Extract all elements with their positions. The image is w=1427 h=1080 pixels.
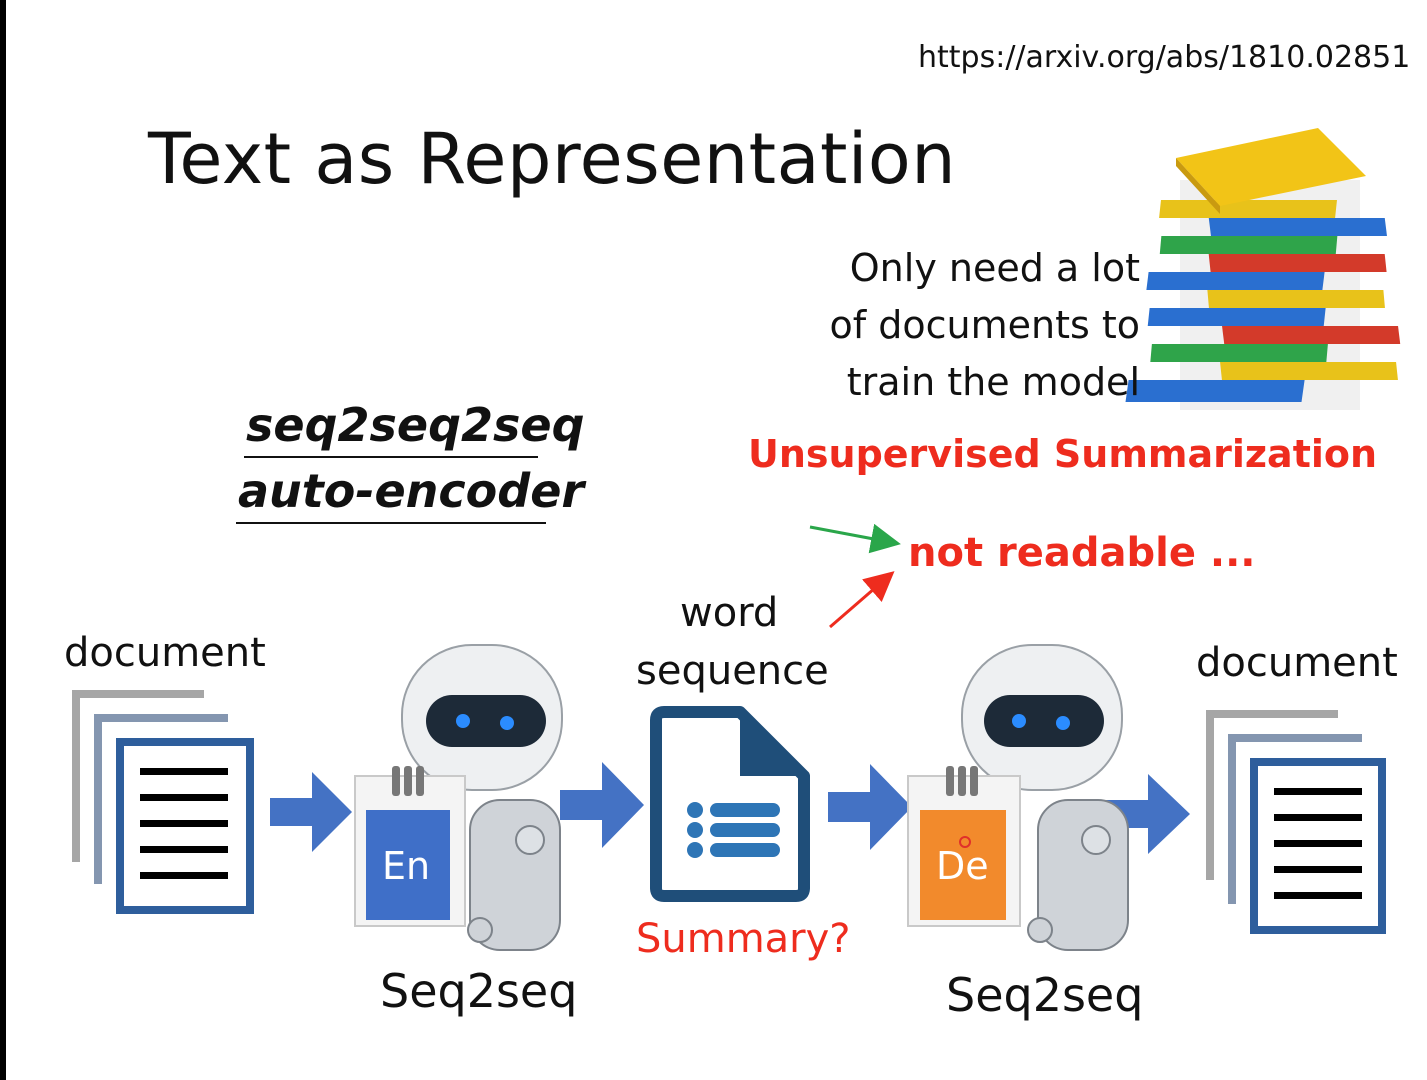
method-line-2-underline [236,522,546,524]
method-line-1: seq2seq2seq [246,398,585,452]
word-sequence-label-2: sequence [636,648,829,694]
summary-document-icon [650,706,810,902]
requirement-line-2: of documents to [829,303,1140,347]
encoder-badge-label: En [382,844,431,888]
green-arrow [809,523,901,554]
requirement-line-1: Only need a lot [849,246,1140,290]
decoder-badge-label: De [936,844,989,888]
folder-stack-icon [1125,128,1401,410]
flow-arrow-4 [1106,774,1190,854]
input-document-icon [72,690,254,914]
encoder-robot-icon [354,644,563,951]
source-url[interactable]: https://arxiv.org/abs/1810.02851 [918,40,1411,75]
flow-arrow-3 [828,764,912,850]
method-line-1-underline [244,456,538,458]
input-document-label: document [64,630,266,676]
word-sequence-label-1: word [680,590,779,636]
summary-caption: Summary? [636,916,851,962]
red-arrow [829,571,895,629]
encoder-label: Seq2seq [380,964,578,1018]
flow-arrow-1 [270,772,352,852]
output-document-icon [1206,710,1386,934]
decoder-robot-icon [907,644,1129,951]
requirement-line-3: train the model [846,360,1140,404]
slide-title: Text as Representation [148,118,957,200]
output-document-label: document [1196,640,1398,686]
decoder-label: Seq2seq [946,968,1144,1022]
requirement-text: Only need a lot of documents to train th… [760,240,1140,411]
slide-left-border [0,0,6,1080]
flow-arrow-2 [560,762,644,848]
highlight-label: Unsupervised Summarization [748,432,1378,476]
method-line-2: auto-encoder [238,464,585,518]
not-readable-annotation: not readable ... [908,530,1256,576]
